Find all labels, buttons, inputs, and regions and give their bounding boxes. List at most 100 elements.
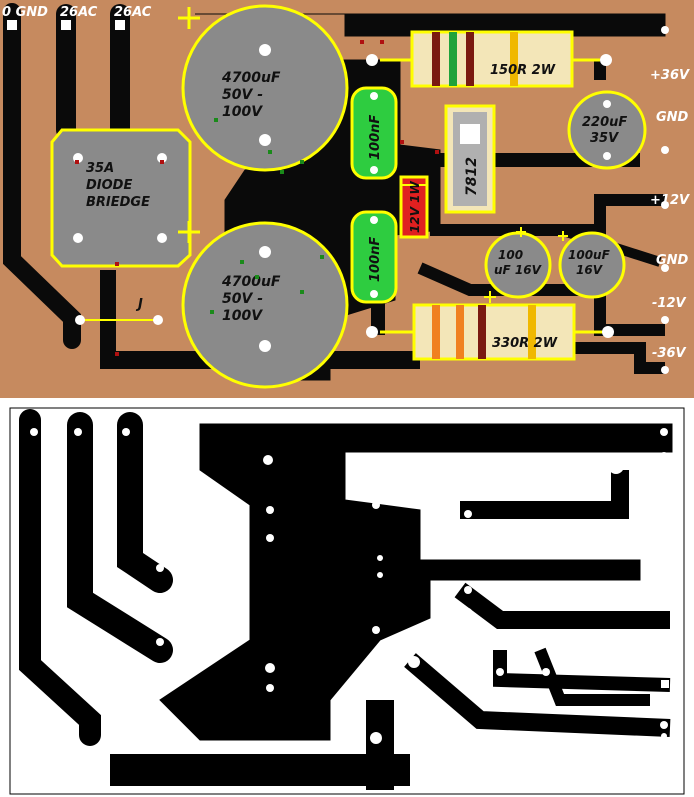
top-board-view: 35A DIODE BRIEDGE 4700uF 50V - 100V 4700… bbox=[0, 0, 694, 398]
res-top-label: 150R 2W bbox=[490, 63, 556, 78]
bridge-pin bbox=[157, 153, 167, 163]
trace-12v bbox=[430, 194, 665, 236]
cap-bottom-l1: 4700uF bbox=[221, 274, 281, 290]
btrace-gnd2 bbox=[493, 650, 671, 692]
resistor-pin bbox=[602, 326, 614, 338]
bridge-label-3: BRIEDGE bbox=[86, 195, 150, 210]
btrace-aux bbox=[534, 647, 650, 706]
btrace-ac1 bbox=[67, 412, 173, 663]
resistor-band bbox=[456, 305, 464, 359]
zener-label: 12V 1W bbox=[408, 180, 422, 233]
label-gnd2: GND bbox=[656, 253, 689, 268]
pad-ac2 bbox=[115, 20, 125, 30]
film-cap-top-label: 100nF bbox=[368, 115, 383, 160]
cap-body bbox=[567, 90, 647, 170]
bottom-copper-view bbox=[9, 407, 685, 795]
cap-pin bbox=[603, 152, 611, 160]
jumper-label: J bbox=[135, 297, 143, 312]
label-ac2: 26AC bbox=[114, 5, 152, 20]
film-cap-pin bbox=[370, 290, 378, 298]
regulator-tab bbox=[460, 124, 480, 144]
regulator-label: 7812 bbox=[464, 157, 480, 196]
bridge-label-2: DIODE bbox=[86, 178, 132, 193]
btrace-12v bbox=[454, 582, 670, 629]
capacitor-100uf-b: 100uF 16V bbox=[558, 231, 626, 299]
pad-gnd1 bbox=[661, 146, 669, 154]
resistor-band bbox=[510, 32, 518, 86]
input-pads bbox=[7, 20, 125, 30]
zener-body bbox=[399, 175, 429, 239]
capacitor-220uf: 220uF 35V bbox=[567, 90, 647, 170]
resistor-band bbox=[466, 32, 474, 86]
resistor-pin bbox=[366, 326, 378, 338]
polarity-plus-icon bbox=[516, 227, 526, 237]
zener-diode: 12V 1W bbox=[399, 175, 429, 239]
film-cap-pin bbox=[370, 92, 378, 100]
label-m12: -12V bbox=[652, 296, 686, 311]
film-cap-bottom: 100nF bbox=[350, 210, 398, 304]
cap-100a-l2: uF 16V bbox=[494, 263, 543, 277]
bottom-pads bbox=[30, 428, 669, 754]
view-divider bbox=[0, 398, 694, 408]
cap-body bbox=[181, 221, 349, 389]
pad-gnd-in bbox=[7, 20, 17, 30]
cap-top-l2: 50V - bbox=[222, 87, 263, 103]
btrace-gnd bbox=[19, 409, 101, 746]
polarity-plus-icon bbox=[558, 231, 568, 241]
pad-p36 bbox=[661, 26, 669, 34]
film-cap-body bbox=[350, 210, 398, 304]
cap-bottom-l2: 50V - bbox=[222, 291, 263, 307]
pad-gnd2 bbox=[661, 264, 669, 272]
film-cap-pin bbox=[370, 166, 378, 174]
cap-pin bbox=[259, 44, 271, 56]
polarity-plus-icon bbox=[484, 291, 496, 303]
cap-top-l1: 4700uF bbox=[221, 70, 281, 86]
polarity-plus-icon bbox=[178, 221, 200, 243]
btrace-ac2 bbox=[117, 412, 173, 593]
label-ac1: 26AC bbox=[60, 5, 98, 20]
resistor-band bbox=[432, 305, 440, 359]
btrace-m12 bbox=[404, 653, 671, 737]
resistor-pin bbox=[600, 54, 612, 66]
cap-100b-l1: 100uF bbox=[568, 248, 611, 262]
cap-bottom-l3: 100V bbox=[222, 308, 263, 324]
resistor-pin bbox=[366, 54, 378, 66]
cap-body bbox=[181, 4, 349, 172]
cap-pin bbox=[259, 340, 271, 352]
pad-m36 bbox=[661, 366, 669, 374]
capacitor-4700-top: 4700uF 50V - 100V bbox=[178, 4, 349, 172]
cap-pin bbox=[603, 100, 611, 108]
label-gnd1: GND bbox=[656, 110, 689, 125]
resistor-band bbox=[478, 305, 486, 359]
resistor-band bbox=[449, 32, 457, 86]
film-cap-bottom-label: 100nF bbox=[368, 237, 383, 282]
regulator-7812: 7812 bbox=[444, 104, 496, 214]
via-dots bbox=[75, 40, 439, 356]
resistor-band bbox=[432, 32, 440, 86]
btrace-36v bbox=[460, 470, 629, 519]
trace-gnd-in bbox=[2, 3, 81, 349]
res-bottom-label: 330R 2W bbox=[492, 336, 558, 351]
resistor-330r: 330R 2W bbox=[366, 291, 614, 361]
capacitor-100uf-a: 100 uF 16V bbox=[484, 227, 552, 299]
pad-p12 bbox=[661, 201, 669, 209]
film-cap-pin bbox=[370, 216, 378, 224]
polarity-plus-icon bbox=[178, 7, 200, 29]
label-gnd-in: 0 GND bbox=[2, 5, 48, 20]
bridge-pin bbox=[73, 233, 83, 243]
bridge-label-1: 35A bbox=[86, 161, 114, 176]
cap-220-l1: 220uF bbox=[582, 115, 627, 130]
cap-pin bbox=[259, 134, 271, 146]
label-p36: +36V bbox=[650, 68, 690, 83]
label-m36: -36V bbox=[652, 346, 686, 361]
label-p12: +12V bbox=[650, 193, 690, 208]
capacitor-4700-bottom: 4700uF 50V - 100V bbox=[178, 221, 349, 389]
top-labels: 0 GND 26AC 26AC +36V GND +12V GND -12V -… bbox=[2, 5, 690, 361]
output-pads bbox=[661, 26, 669, 374]
bridge-body bbox=[50, 128, 192, 268]
cap-100b-l2: 16V bbox=[576, 263, 604, 277]
cap-pin bbox=[259, 246, 271, 258]
resistor-band bbox=[528, 305, 536, 359]
cap-100a-l1: 100 bbox=[498, 248, 523, 262]
